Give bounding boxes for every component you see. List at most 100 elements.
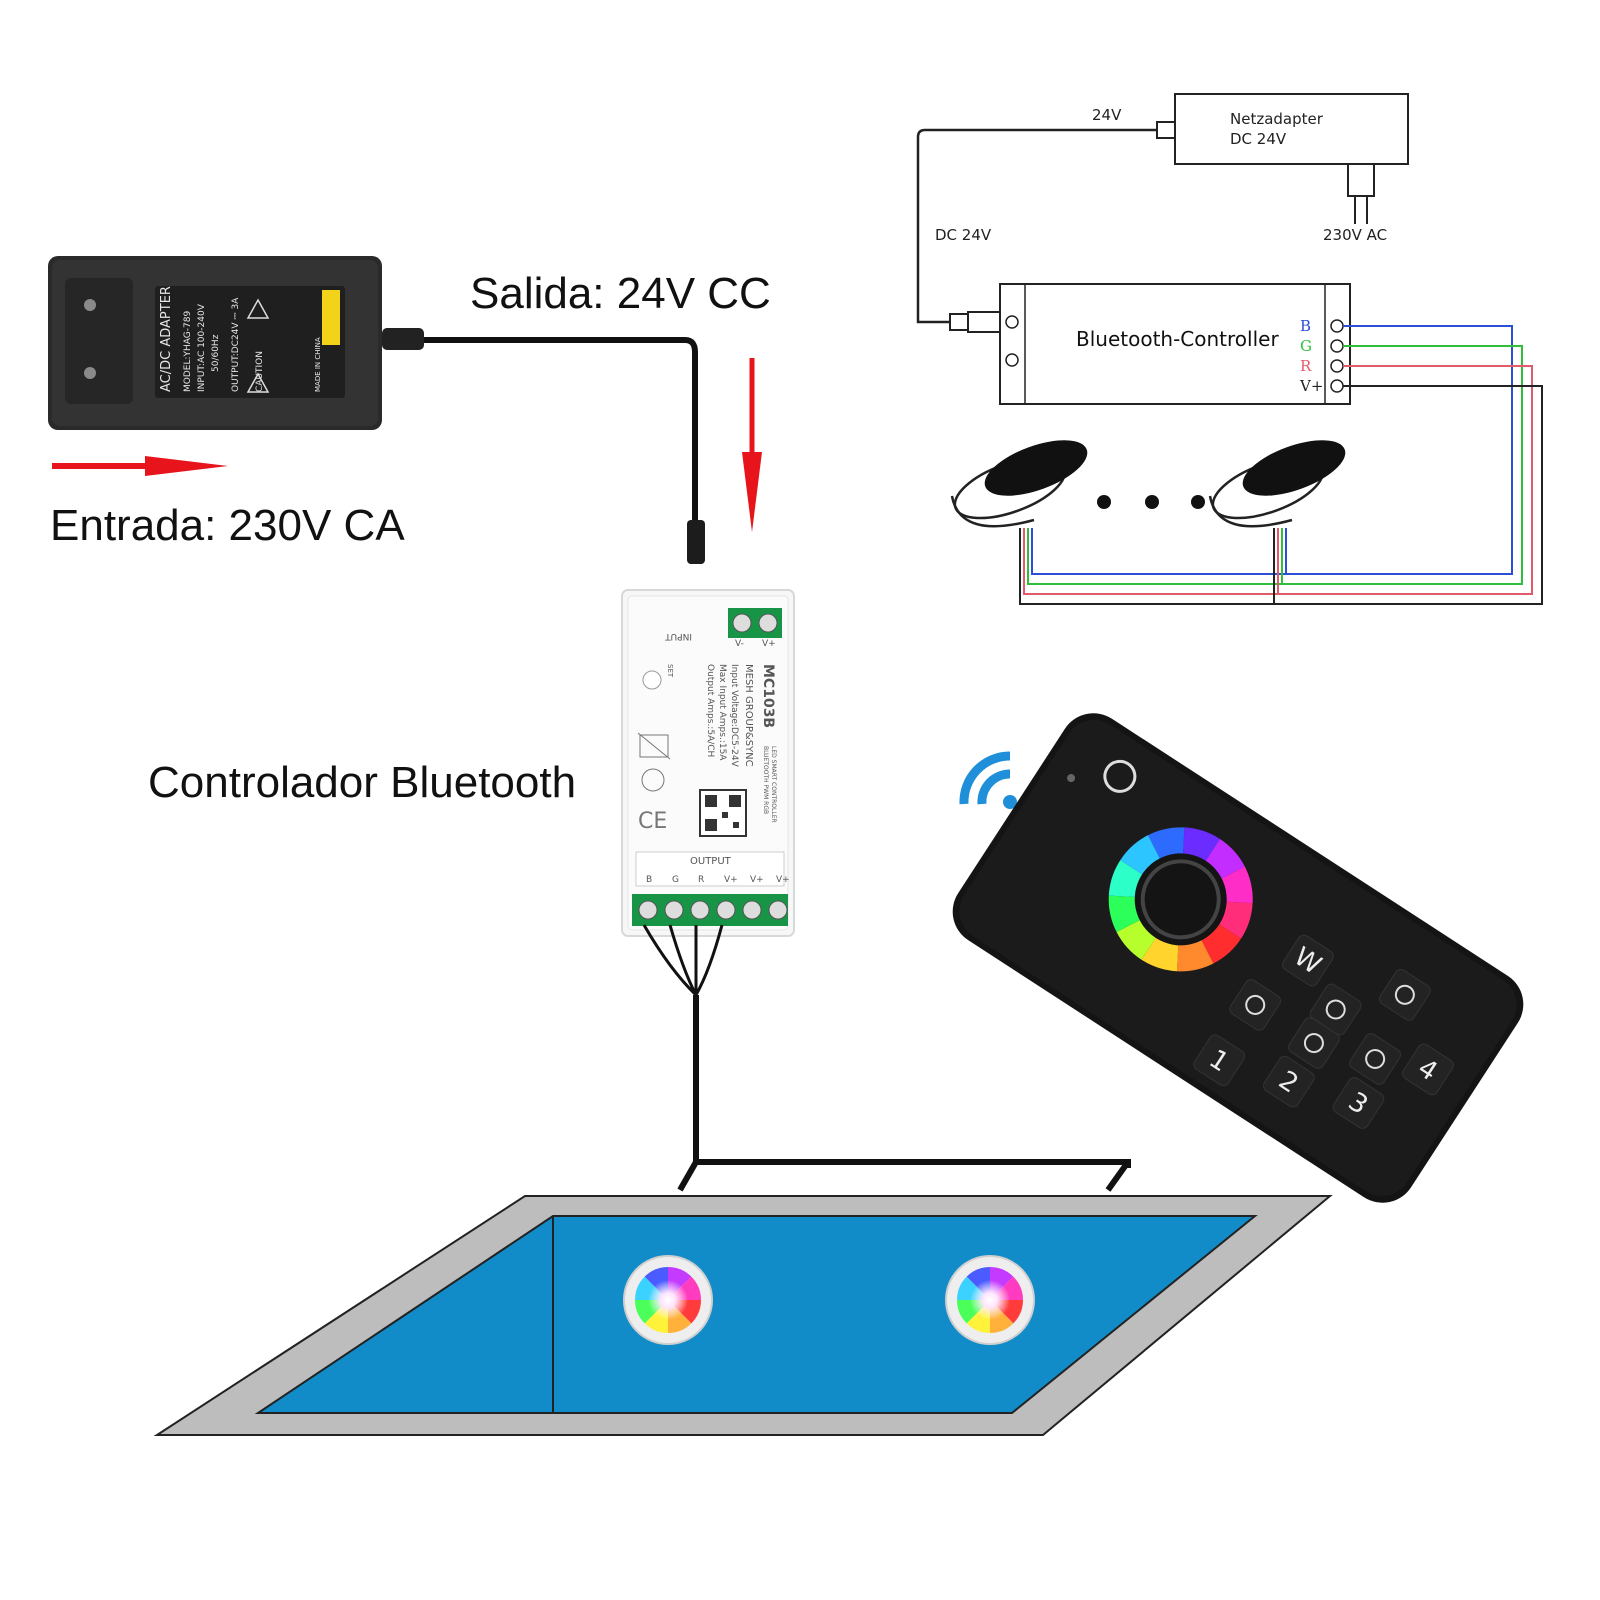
- remote-icon-button[interactable]: [1377, 967, 1432, 1022]
- ellipsis-dot: [1097, 495, 1111, 509]
- adapter-title: AC/DC ADAPTER: [159, 286, 174, 392]
- terminal-screw-icon: [1330, 339, 1344, 353]
- schematic-lamp: [1208, 440, 1346, 528]
- module-input-label: INPUT: [665, 631, 692, 641]
- schematic-controller-label: Bluetooth-Controller: [1076, 327, 1279, 351]
- terminal-screw-icon: [1330, 379, 1344, 393]
- module-type-line1: LED SMART CONTROLLER: [770, 746, 777, 823]
- module-max-amps: Max Input Amps.:15A: [717, 664, 727, 761]
- module-set-label: SET: [666, 664, 674, 678]
- input-voltage-label: Entrada: 230V CA: [50, 501, 405, 550]
- output-terminal-label: B: [646, 875, 652, 885]
- power-icon[interactable]: [1099, 756, 1140, 797]
- output-terminal-label: R: [698, 875, 704, 885]
- rohs-icon: [641, 768, 665, 792]
- screw-icon: [664, 900, 684, 920]
- schematic-pin-label: G: [1300, 337, 1312, 355]
- terminal-screw-icon: [1005, 353, 1019, 367]
- remote-key-2[interactable]: 2: [1261, 1054, 1316, 1109]
- output-terminal-label: V+: [776, 875, 790, 885]
- pool-led-light: [623, 1255, 713, 1345]
- ellipsis-dot: [1191, 495, 1205, 509]
- wiring-schematic: Netzadapter DC 24V 230V AC 24V DC 24V Bl…: [916, 93, 1543, 605]
- screw-icon: [690, 900, 710, 920]
- wifi-signal-icon: [959, 751, 1017, 809]
- remote-icon-button[interactable]: [1228, 977, 1283, 1032]
- module-voltage: Input Voltage:DC5-24V: [729, 664, 739, 768]
- remote-icon-button[interactable]: [1347, 1031, 1402, 1086]
- schematic-pin-label: V+: [1299, 377, 1323, 395]
- screw-icon: [716, 900, 736, 920]
- power-adapter: AC/DC ADAPTER MODEL:YHAG-789 INPUT:AC 10…: [48, 256, 424, 430]
- terminal-screw-icon: [1330, 319, 1344, 333]
- dc-output-cable: [424, 337, 698, 520]
- output-terminal-label: V+: [750, 875, 764, 885]
- plug-pin-icon: [84, 367, 96, 379]
- ellipsis-dot: [1145, 495, 1159, 509]
- schematic-colored-wire: [1023, 365, 1533, 595]
- adapter-freq: 50/60Hz: [211, 334, 221, 372]
- weee-bin-icon: [639, 734, 669, 758]
- warning-sticker-icon: [322, 290, 340, 345]
- schematic-colored-wire: [1027, 345, 1523, 585]
- screw-icon: [638, 900, 658, 920]
- pool-feed-cable: [677, 995, 1131, 1192]
- screw-icon: [732, 613, 752, 633]
- ce-mark-icon: CE: [638, 809, 667, 834]
- schematic-adapter-line2: DC 24V: [1230, 130, 1287, 148]
- schematic-adapter-line1: Netzadapter: [1230, 110, 1324, 128]
- plug-pin-icon: [84, 299, 96, 311]
- output-terminal-label: G: [672, 875, 679, 885]
- screw-icon: [758, 613, 778, 633]
- remote-key-4[interactable]: 4: [1400, 1042, 1455, 1097]
- output-terminal-label: V+: [724, 875, 738, 885]
- output-wires: [642, 924, 724, 997]
- module-out-amps: Output Amps.:5A/CH: [705, 664, 715, 757]
- controller-label: Controlador Bluetooth: [148, 758, 576, 807]
- schematic-plug-icon: [1347, 163, 1375, 197]
- remote-key-w[interactable]: W: [1280, 933, 1335, 988]
- output-terminal-block: [632, 894, 788, 926]
- adapter-output: OUTPUT:DC24V ⎓ 3A: [231, 297, 241, 392]
- terminal-screw-icon: [1005, 315, 1019, 329]
- schematic-230vac-label: 230V AC: [1323, 226, 1387, 244]
- module-mesh: MESH GROUP&SYNC: [743, 664, 754, 767]
- schematic-dc-wire: [916, 128, 1157, 324]
- adapter-input: INPUT:AC 100-240V: [197, 303, 207, 392]
- warning-triangle-icon: [246, 298, 270, 319]
- adapter-made-in: MADE IN CHINA: [314, 337, 322, 392]
- schematic-pin-label: B: [1300, 317, 1311, 335]
- pool-led-light: [945, 1255, 1035, 1345]
- schematic-controller-box: [999, 283, 1351, 405]
- remote-icon-button[interactable]: [1286, 1015, 1341, 1070]
- schematic-24v-label: 24V: [1092, 106, 1122, 124]
- warning-triangle-icon: [246, 372, 270, 393]
- pool: [153, 1195, 1333, 1436]
- schematic-colored-wire: [1019, 385, 1543, 605]
- module-type-line2: BLUETOOTH PWM RGB: [762, 746, 769, 814]
- remote-key-1[interactable]: 1: [1192, 1033, 1247, 1088]
- module-output-label: OUTPUT: [690, 856, 732, 867]
- terminal-screw-icon: [1330, 359, 1344, 373]
- cable-strain-relief: [382, 328, 424, 350]
- screw-icon: [742, 900, 762, 920]
- schematic-colored-wire: [1031, 325, 1513, 575]
- schematic-dc24v-label: DC 24V: [935, 226, 992, 244]
- adapter-caution: CAUTION: [255, 351, 265, 392]
- input-arrow-icon: [52, 456, 228, 476]
- set-button[interactable]: [642, 670, 662, 690]
- output-voltage-label: Salida: 24V CC: [470, 269, 771, 318]
- remote-key-3[interactable]: 3: [1331, 1075, 1386, 1130]
- color-wheel[interactable]: [1081, 800, 1280, 999]
- schematic-lamp: [950, 440, 1088, 528]
- screw-icon: [768, 900, 788, 920]
- controller-module: INPUT V+ V- MC103B LED SMART CONTROLLER …: [621, 589, 795, 937]
- module-vminus-label: V-: [735, 639, 744, 649]
- module-model: MC103B: [760, 664, 776, 728]
- dc-plug: [687, 520, 705, 564]
- output-arrow-icon: [742, 358, 762, 532]
- schematic-pin-label: R: [1300, 357, 1312, 375]
- schematic-adapter-box: [1174, 93, 1409, 165]
